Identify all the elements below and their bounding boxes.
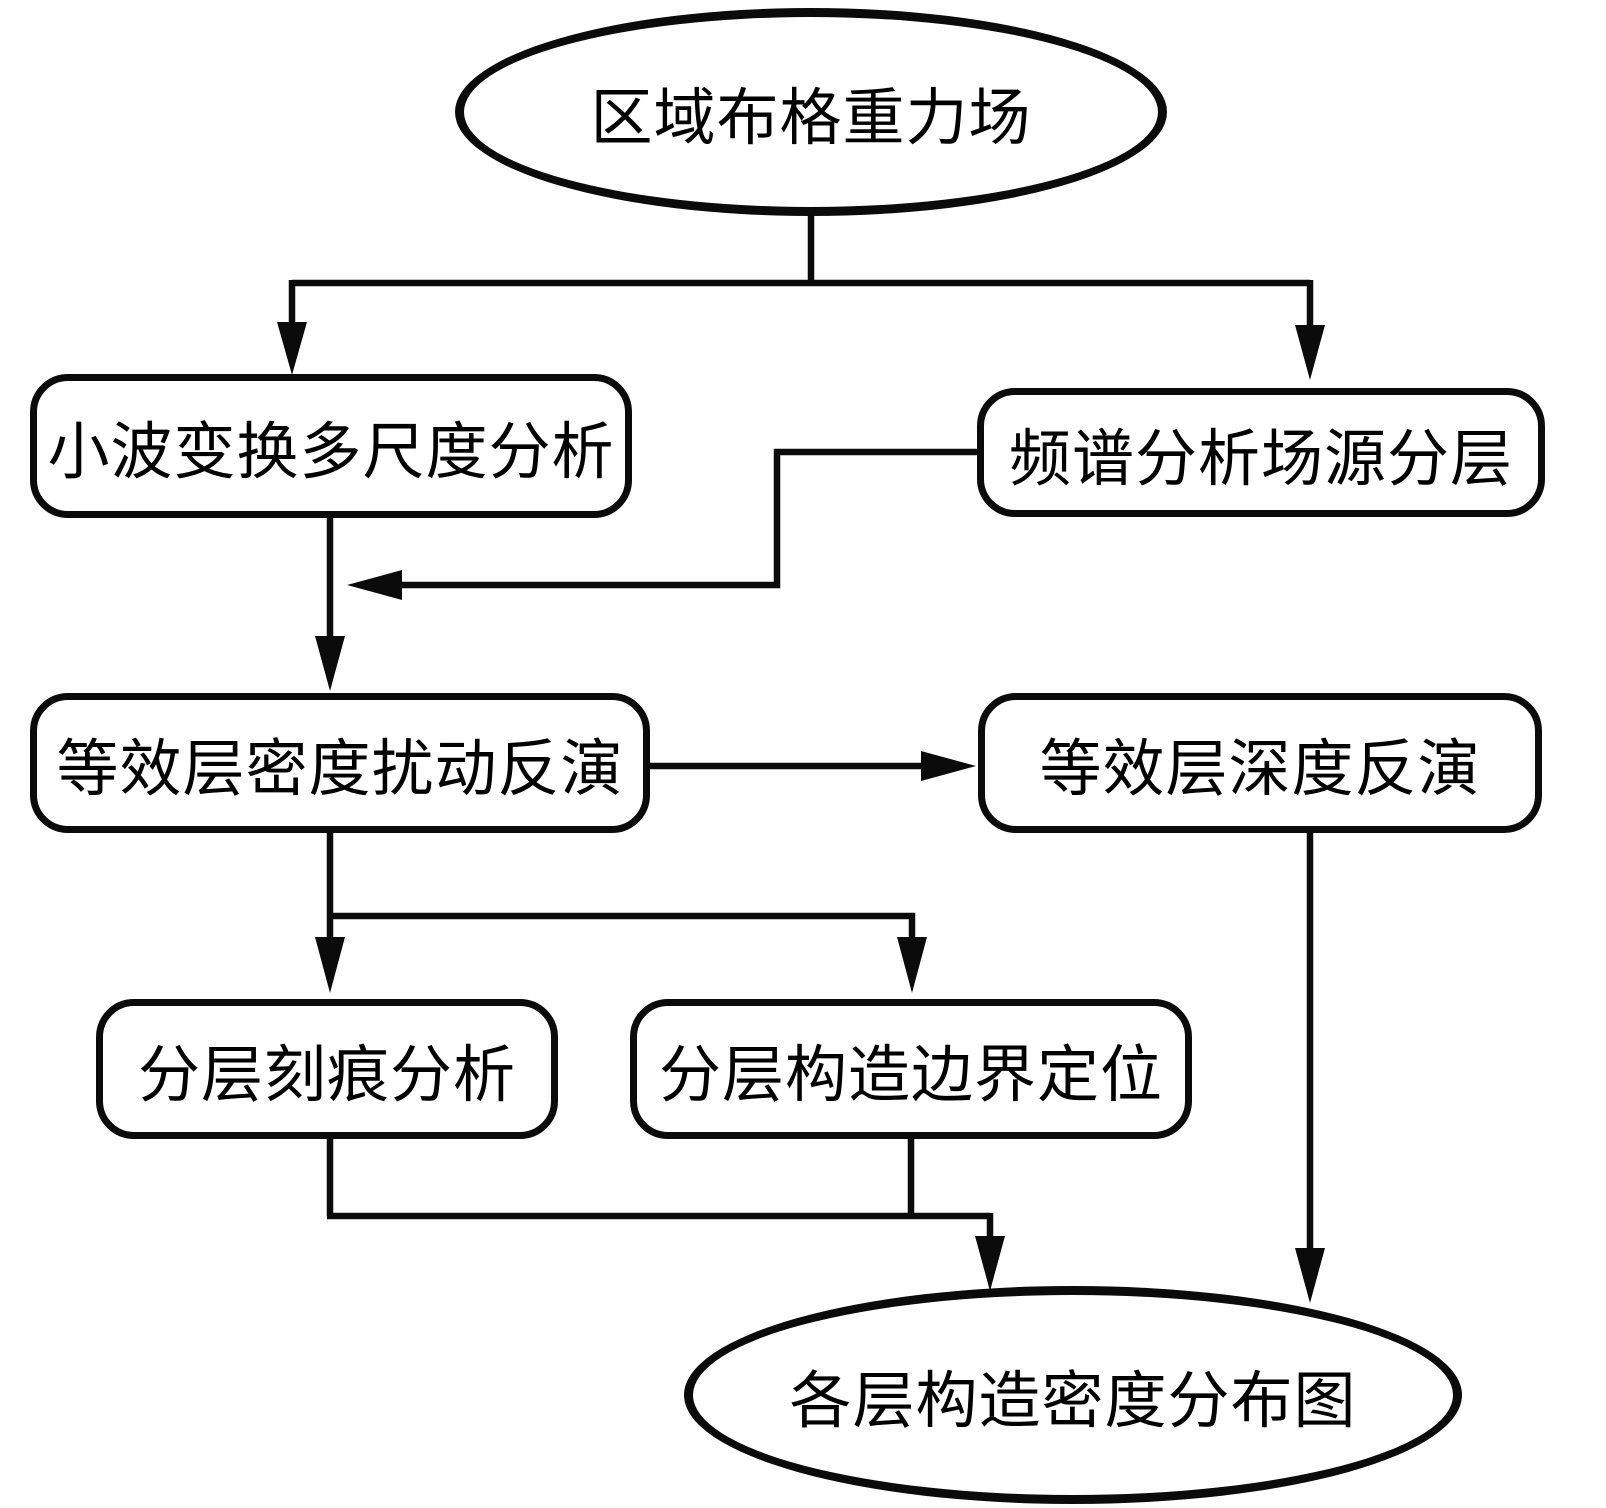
node-scratch-analysis-label: 分层刻痕分析 bbox=[137, 1038, 516, 1111]
node-depth-inversion-label: 等效层深度反演 bbox=[1039, 732, 1481, 805]
node-spectrum-label: 频谱分析场源分层 bbox=[1008, 421, 1513, 495]
arrowhead-into-depth bbox=[921, 751, 976, 781]
node-spectrum: 频谱分析场源分层 bbox=[977, 388, 1545, 517]
node-scratch-analysis: 分层刻痕分析 bbox=[96, 999, 558, 1139]
node-output-label: 各层构造密度分布图 bbox=[789, 1364, 1357, 1437]
node-density-inversion: 等效层密度扰动反演 bbox=[30, 693, 650, 833]
edge-density-to-boundary bbox=[327, 912, 916, 941]
arrowheads bbox=[277, 322, 1325, 1303]
node-output: 各层构造密度分布图 bbox=[684, 1286, 1462, 1504]
node-wavelet: 小波变换多尺度分析 bbox=[30, 374, 632, 518]
node-wavelet-label: 小波变换多尺度分析 bbox=[47, 415, 615, 488]
arrowhead-merge-into-output bbox=[975, 1236, 1005, 1291]
arrowhead-into-boundary bbox=[897, 937, 927, 993]
arrowhead-into-wavelet bbox=[277, 322, 307, 375]
arrowhead-into-spectrum bbox=[1295, 325, 1325, 380]
node-density-inversion-label: 等效层密度扰动反演 bbox=[56, 732, 624, 805]
node-depth-inversion: 等效层深度反演 bbox=[978, 693, 1542, 833]
arrowhead-spectrum-join bbox=[347, 570, 402, 600]
node-source-label: 区域布格重力场 bbox=[590, 81, 1032, 154]
node-boundary-location: 分层构造边界定位 bbox=[630, 999, 1192, 1139]
arrowhead-depth-into-output bbox=[1295, 1248, 1325, 1303]
arrowhead-into-density bbox=[315, 636, 345, 691]
node-source: 区域布格重力场 bbox=[455, 8, 1167, 216]
edge-spectrum-join bbox=[402, 448, 980, 589]
arrowhead-into-scratch bbox=[315, 937, 345, 993]
connector-lines bbox=[288, 208, 1314, 1252]
node-boundary-location-label: 分层构造边界定位 bbox=[658, 1038, 1163, 1111]
